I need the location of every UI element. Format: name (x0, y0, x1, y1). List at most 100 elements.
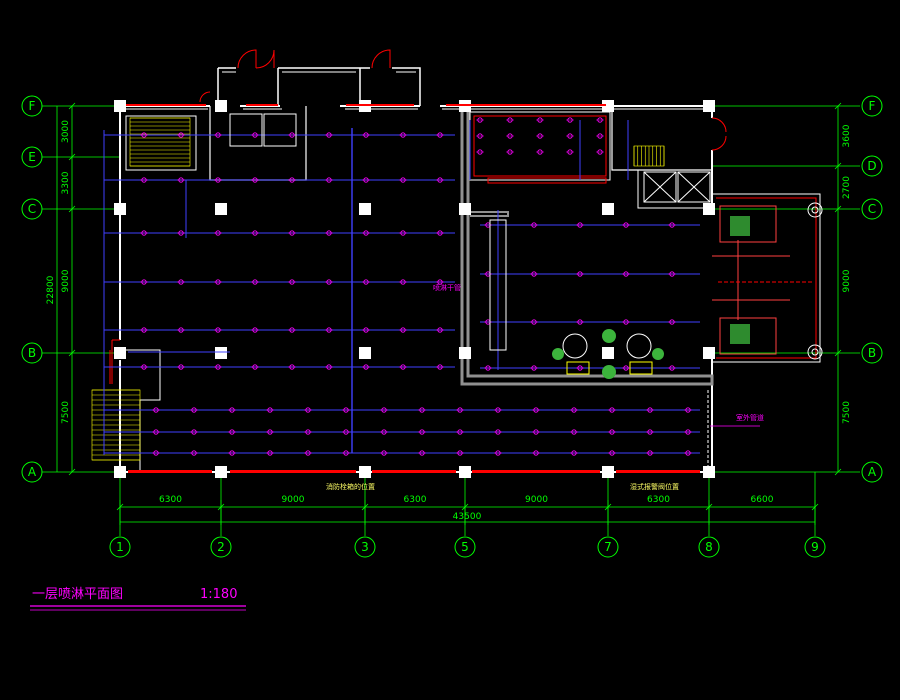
dim-text-left: 7500 (61, 401, 71, 424)
axis-bubble-row-right: F (869, 99, 876, 113)
axis-bubble-row-left: A (28, 465, 37, 479)
axis-bubble-row-right: B (868, 346, 876, 360)
note-fire-valve: 消防栓箱的位置 (326, 482, 375, 491)
axis-bubble-row-left: B (28, 346, 36, 360)
stair-outline (91, 389, 141, 461)
axis-bubble-col: 2 (217, 540, 225, 554)
axis-bubble-row-right: C (868, 202, 876, 216)
sprinkler-heads (140, 117, 692, 456)
stair-outline (129, 117, 191, 167)
axis-bubble-row-left-circle (21, 342, 43, 364)
axis-bubble-row-left-circle (21, 146, 43, 168)
column (459, 203, 471, 215)
dim-text-left: 3000 (61, 120, 71, 143)
axis-bubble-row-left: C (28, 202, 36, 216)
partition-walls (460, 106, 714, 386)
dim-tick (834, 162, 842, 170)
column (359, 347, 371, 359)
dim-text-left: 9000 (61, 269, 71, 292)
column (215, 347, 227, 359)
column (602, 466, 614, 478)
column (459, 466, 471, 478)
axis-bubble-row-left-circle (21, 198, 43, 220)
column (602, 100, 614, 112)
window (446, 104, 606, 106)
dim-text-bottom: 6300 (647, 495, 670, 505)
axis-bubble-col-circle (804, 536, 826, 558)
column (215, 100, 227, 112)
dim-text-right: 3600 (842, 124, 852, 147)
dining-furniture (489, 219, 664, 379)
dim-text-right: 7500 (842, 401, 852, 424)
axis-bubble-col: 5 (461, 540, 469, 554)
dim-text-right: 2700 (842, 176, 852, 199)
kitchen-room (469, 111, 611, 184)
axis-bubble-col-circle (354, 536, 376, 558)
window (472, 470, 600, 473)
axis-bubble-col-circle (109, 536, 131, 558)
axis-bubble-row-left-circle (21, 461, 43, 483)
note-outside-pipe: 室外管道 (736, 413, 764, 422)
axis-bubble-col: 7 (604, 540, 612, 554)
entrance-canopy (712, 202, 823, 360)
window (230, 470, 356, 473)
window (616, 470, 700, 473)
column (359, 203, 371, 215)
dim-text-bottom: 9000 (525, 495, 548, 505)
dim-tick (834, 205, 842, 213)
column (703, 203, 715, 215)
axis-bubble-row-right-circle (861, 95, 883, 117)
column (602, 203, 614, 215)
axis-bubble-col: 3 (361, 540, 369, 554)
column (359, 466, 371, 478)
drawing-scale: 1:180 (200, 587, 237, 602)
axis-bubble-row-left: F (29, 99, 36, 113)
dim-tick (834, 102, 842, 110)
windows (126, 104, 700, 473)
window (128, 470, 212, 473)
dim-text-left-total: 22800 (46, 275, 56, 304)
doors (109, 49, 727, 384)
dim-tick (68, 102, 76, 110)
axis-bubble-col: 1 (116, 540, 124, 554)
dim-text-right: 9000 (842, 269, 852, 292)
column (459, 347, 471, 359)
axis-bubble-col: 8 (705, 540, 713, 554)
note-alarm-valve: 湿式报警阀位置 (630, 482, 679, 491)
column (215, 466, 227, 478)
axis-bubble-row-left: E (28, 150, 36, 164)
drawing-title: 一层喷淋平面图 (32, 587, 123, 602)
dim-tick (834, 468, 842, 476)
column (114, 347, 126, 359)
elevators (229, 113, 711, 203)
column (114, 203, 126, 215)
dim-text-bottom: 6300 (404, 495, 427, 505)
axis-bubble-col: 9 (811, 540, 819, 554)
dim-text-left: 3300 (61, 171, 71, 194)
axis-bubble-row-right-circle (861, 461, 883, 483)
window (346, 104, 414, 106)
column (703, 100, 715, 112)
stair-outline (633, 145, 665, 167)
axis-bubble-col-circle (698, 536, 720, 558)
title-block: 一层喷淋平面图 1:180 (30, 587, 246, 611)
axis-bubble-col-circle (597, 536, 619, 558)
axis-bubble-col-circle (454, 536, 476, 558)
dim-tick (68, 468, 76, 476)
dim-text-bottom-total: 43500 (453, 512, 482, 522)
dim-tick (68, 205, 76, 213)
stair-hatch (91, 117, 665, 461)
window (372, 470, 456, 473)
dim-tick (834, 349, 842, 357)
sprinkler-pipes (103, 120, 709, 472)
axis-bubble-row-right-circle (861, 155, 883, 177)
window (126, 104, 206, 106)
note-sprinkler-main: 喷淋干管 (433, 283, 461, 292)
column (703, 466, 715, 478)
axis-bubble-row-right-circle (861, 198, 883, 220)
dim-text-bottom: 6600 (751, 495, 774, 505)
axis-bubble-row-right-circle (861, 342, 883, 364)
